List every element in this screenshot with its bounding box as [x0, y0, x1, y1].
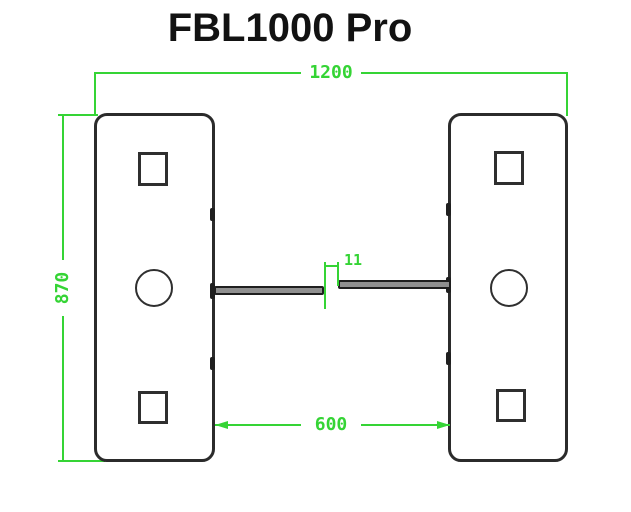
- dim-overall-width-ext-right: [566, 72, 568, 116]
- left-cabinet-hinge-bottom: [210, 357, 215, 370]
- dim-overall-width-label: 1200: [301, 62, 361, 84]
- dim-overall-width-ext-left: [94, 72, 96, 116]
- left-cabinet-arm-mount: [210, 283, 215, 299]
- dim-passage-width-arrow-right: [437, 421, 450, 429]
- right-cabinet-circle: [490, 269, 528, 307]
- dim-overall-depth-ext-top: [58, 114, 98, 116]
- right-cabinet-bottom-square: [496, 389, 526, 422]
- drawing-title: FBL1000 Pro: [167, 6, 413, 50]
- left-cabinet-circle: [135, 269, 173, 307]
- right-cabinet-top-square: [494, 151, 524, 185]
- right-cabinet-hinge-top: [446, 203, 451, 216]
- left-cabinet-hinge-top: [210, 208, 215, 221]
- dim-flap-gap-ext-right: [337, 262, 339, 286]
- left-cabinet-bottom-square: [138, 391, 168, 424]
- left-flap-arm: [214, 286, 324, 295]
- dim-overall-depth-label: 870: [51, 260, 75, 316]
- left-cabinet-top-square: [138, 152, 168, 186]
- right-flap-arm: [338, 280, 451, 289]
- dim-passage-width-label: 600: [301, 414, 361, 436]
- right-cabinet-hinge-bottom: [446, 352, 451, 365]
- dim-flap-gap-label: 11: [343, 251, 363, 269]
- dim-flap-gap-line: [324, 265, 339, 267]
- dim-passage-width-arrow-left: [215, 421, 228, 429]
- dim-overall-depth-ext-bottom: [58, 460, 105, 462]
- dim-flap-gap-ext-left: [324, 262, 326, 309]
